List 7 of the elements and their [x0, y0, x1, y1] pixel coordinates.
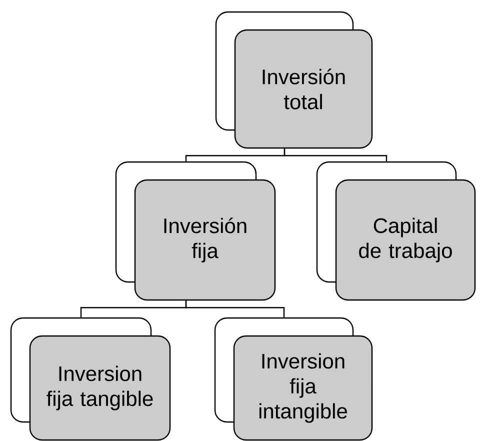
stacked-card: Inversion fija intangible — [214, 317, 373, 441]
stacked-card: Inversión total — [215, 11, 373, 149]
stacked-card: Inversión fija — [115, 161, 276, 301]
stacked-card: Inversion fija tangible — [10, 317, 171, 441]
stacked-card: Capital de trabajo — [316, 161, 476, 301]
connector-line — [284, 148, 388, 162]
connector-line — [185, 300, 285, 318]
